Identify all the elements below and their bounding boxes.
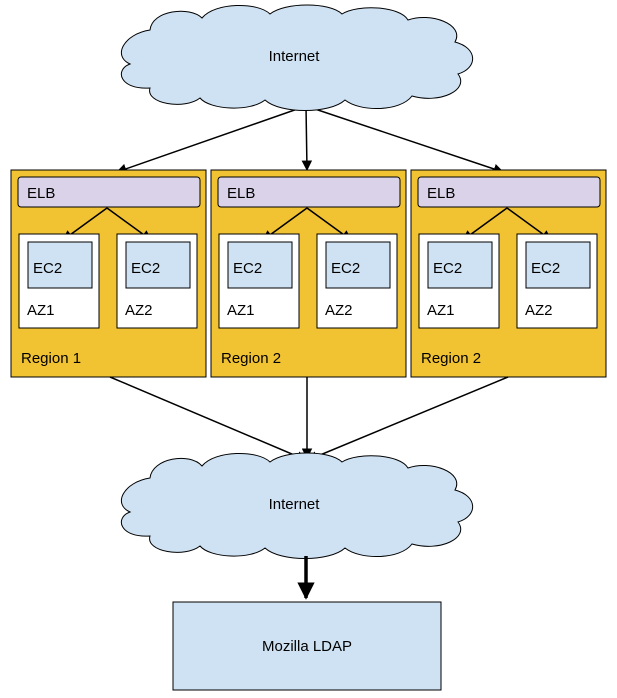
ec2-label: EC2 bbox=[531, 260, 560, 277]
ec2-instance-box bbox=[427, 241, 493, 289]
region-label: Region 2 bbox=[421, 350, 481, 367]
connector-internet-to-elb-1 bbox=[116, 105, 307, 174]
az-label: AZ2 bbox=[525, 302, 553, 319]
ec2-label: EC2 bbox=[33, 260, 62, 277]
ec2-label: EC2 bbox=[433, 260, 462, 277]
ldap-rect bbox=[172, 601, 442, 691]
connector-internet-to-elb-3 bbox=[305, 105, 504, 174]
az-label: AZ1 bbox=[27, 302, 55, 319]
ec2-instance-box bbox=[125, 241, 191, 289]
mozilla-ldap-box: Mozilla LDAP bbox=[172, 601, 442, 691]
elb-label: ELB bbox=[227, 185, 255, 202]
internet-label-bottom: Internet bbox=[269, 496, 321, 513]
internet-label-top: Internet bbox=[269, 48, 321, 65]
cloud-icon bbox=[120, 4, 474, 111]
region-label: Region 1 bbox=[21, 350, 81, 367]
connector-internet-to-elb-2 bbox=[301, 105, 313, 172]
top-connectors bbox=[116, 105, 504, 174]
ec2-label: EC2 bbox=[331, 260, 360, 277]
az-label: AZ1 bbox=[227, 302, 255, 319]
connector-region-3-to-internet bbox=[307, 376, 509, 462]
elb-box bbox=[417, 176, 601, 208]
az-label: AZ2 bbox=[325, 302, 353, 319]
internet-cloud-top: Internet bbox=[120, 4, 474, 111]
ec2-label: EC2 bbox=[233, 260, 262, 277]
connector-region-1-to-internet bbox=[109, 376, 307, 462]
internet-cloud-bottom: Internet bbox=[120, 452, 474, 559]
elb-box bbox=[17, 176, 201, 208]
ec2-instance-box bbox=[325, 241, 391, 289]
bottom-connectors bbox=[109, 376, 509, 462]
ldap-label: Mozilla LDAP bbox=[262, 638, 352, 655]
ec2-instance-box bbox=[525, 241, 591, 289]
elb-label: ELB bbox=[427, 185, 455, 202]
region-label: Region 2 bbox=[221, 350, 281, 367]
az-label: AZ1 bbox=[427, 302, 455, 319]
ec2-instance-box bbox=[27, 241, 93, 289]
cloud-icon bbox=[120, 452, 474, 559]
elb-label: ELB bbox=[27, 185, 55, 202]
elb-box bbox=[217, 176, 401, 208]
az-label: AZ2 bbox=[125, 302, 153, 319]
ec2-instance-box bbox=[227, 241, 293, 289]
ec2-label: EC2 bbox=[131, 260, 160, 277]
